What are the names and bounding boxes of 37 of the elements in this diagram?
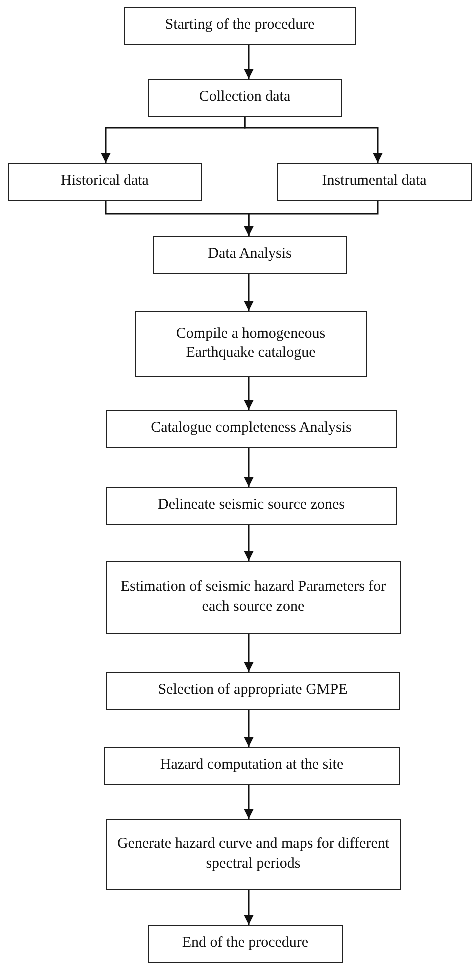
arrow [244, 634, 254, 672]
process-box [106, 819, 401, 890]
process-box [148, 79, 342, 117]
step-text: Catalogue completeness Analysis [151, 419, 352, 438]
step-text: Estimation of seismic hazard Parameters for each source zone [120, 578, 388, 616]
process-box [104, 747, 400, 785]
step-text: Historical data [61, 172, 149, 192]
arrow [244, 448, 254, 487]
arrow [244, 45, 254, 79]
arrow [244, 274, 254, 311]
process-box [124, 7, 356, 45]
process-box [106, 410, 397, 448]
step-text: End of the procedure [182, 934, 309, 954]
step-text: Collection data [199, 88, 291, 108]
process-box [106, 487, 397, 525]
step-text: Data Analysis [208, 245, 292, 264]
arrow [244, 710, 254, 747]
step-text: Compile a homogeneous Earthquake catalogue [175, 324, 327, 363]
arrow [244, 785, 254, 819]
arrow [244, 117, 383, 163]
step-text: Starting of the procedure [165, 16, 315, 36]
step-text: Hazard computation at the site [160, 756, 344, 776]
process-box [135, 311, 367, 377]
process-box [277, 163, 472, 201]
arrow [244, 890, 254, 925]
arrow [244, 201, 379, 236]
process-box [8, 163, 202, 201]
process-box [148, 925, 343, 963]
arrow [244, 525, 254, 561]
step-text: Selection of appropriate GMPE [158, 681, 348, 700]
arrow [244, 377, 254, 410]
process-box [106, 672, 400, 710]
step-text: Instrumental data [322, 172, 427, 192]
step-text: Generate hazard curve and maps for different spectral periods [116, 835, 391, 874]
process-box [106, 561, 401, 634]
process-box [153, 236, 347, 274]
step-text: Delineate seismic source zones [158, 496, 345, 516]
